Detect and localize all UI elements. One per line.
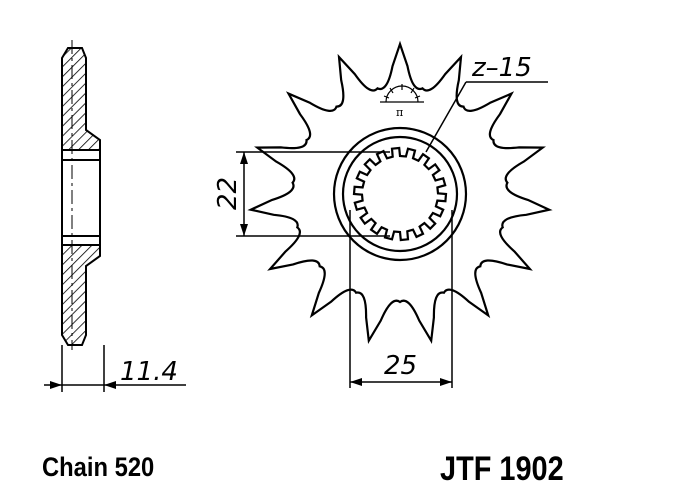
part-number-label: JTF 1902 bbox=[440, 450, 564, 488]
teeth-count-leader bbox=[425, 81, 548, 153]
spline-bore-outline bbox=[352, 146, 448, 242]
spline-dimension-label: 25 bbox=[384, 351, 417, 381]
upper-tooth-section bbox=[61, 47, 101, 151]
hub-section bbox=[61, 149, 101, 246]
bore-dimension bbox=[236, 151, 390, 237]
lower-tooth-section bbox=[61, 244, 101, 346]
front-view bbox=[247, 40, 553, 345]
pi-symbol: π bbox=[396, 106, 403, 119]
hub-outer-ring bbox=[332, 126, 468, 262]
spline-dimension bbox=[349, 210, 453, 388]
teeth-count-label: z–15 bbox=[471, 53, 532, 83]
side-profile-view bbox=[44, 40, 186, 392]
sun-symbol-icon bbox=[380, 84, 424, 103]
hub-inner-ring bbox=[341, 135, 459, 253]
bore-dimension-label: 22 bbox=[213, 177, 243, 210]
chain-size-label: Chain 520 bbox=[42, 452, 155, 482]
thickness-dimension-label: 11.4 bbox=[120, 357, 178, 387]
